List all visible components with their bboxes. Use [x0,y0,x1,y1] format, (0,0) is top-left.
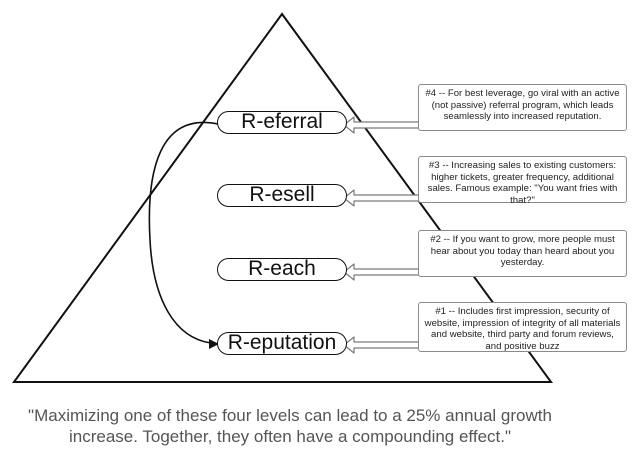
level-resell: R-esell [217,184,347,207]
note-referral: #4 -- For best leverage, go viral with a… [418,84,627,131]
bottom-quote: "Maximizing one of these four levels can… [28,406,552,446]
note-reputation: #1 -- Includes first impression, securit… [418,302,627,352]
note-resell: #3 -- Increasing sales to existing custo… [418,156,627,206]
level-referral: R-eferral [217,111,347,134]
level-reputation: R-eputation [217,332,347,355]
level-reach: R-each [217,258,347,281]
feedback-curve-arrow [148,121,219,344]
feedback-arrowhead [209,339,219,349]
note-reach: #2 -- If you want to grow, more people m… [418,230,627,277]
